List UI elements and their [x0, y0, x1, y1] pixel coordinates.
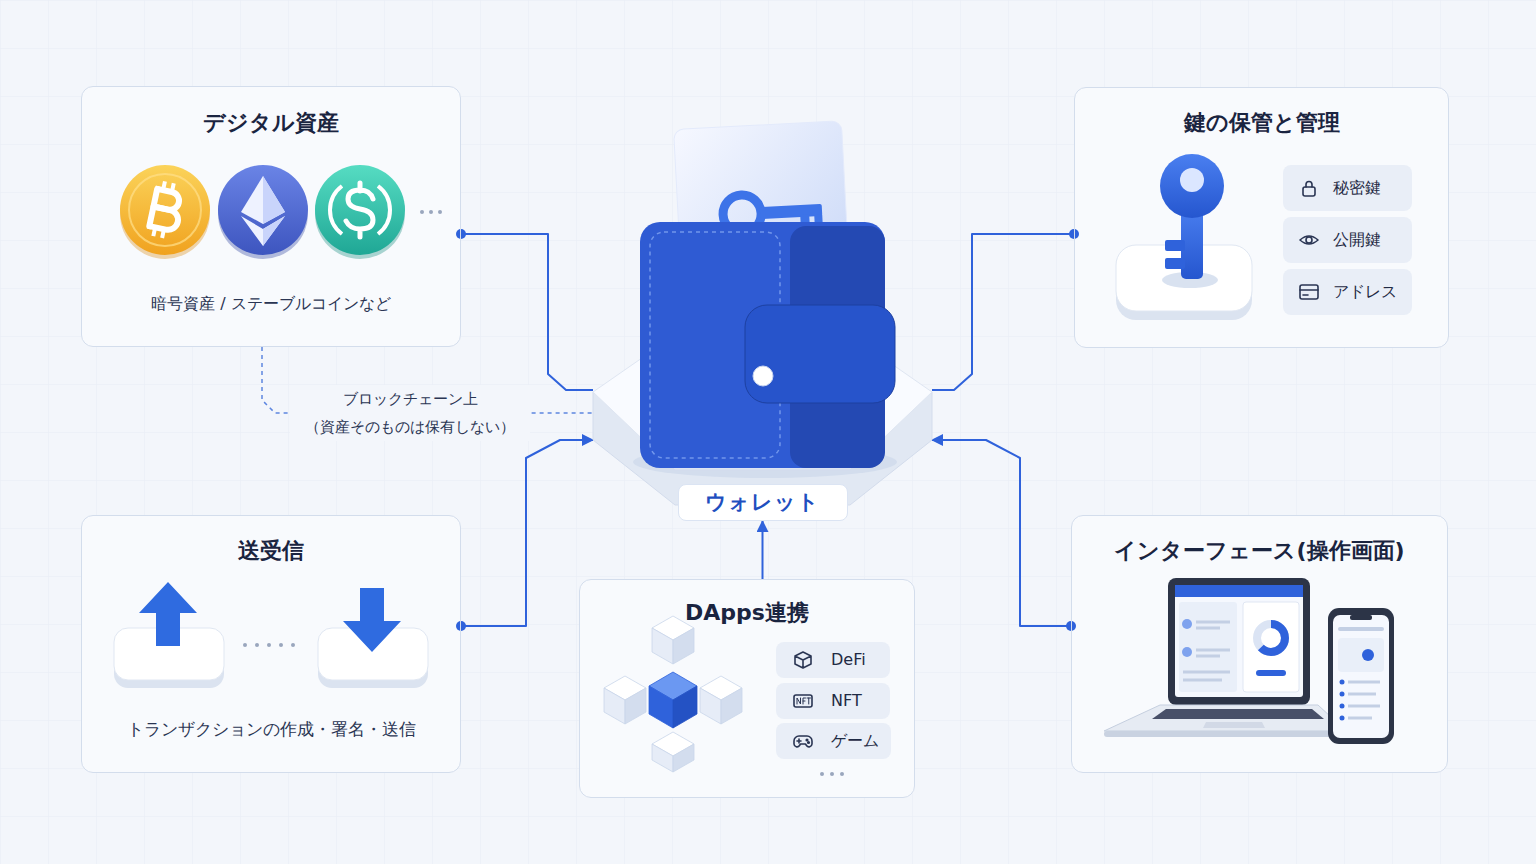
send-receive-icons [114, 582, 428, 688]
tag-pill: ゲーム [776, 723, 891, 759]
connector-dot [456, 621, 466, 631]
wallet-illustration [593, 121, 932, 505]
box-fill [1074, 87, 1449, 348]
wallet-node: ウォレット [593, 330, 932, 521]
box-fill [1071, 515, 1448, 773]
box-title: インターフェース(操作画面) [1114, 537, 1404, 566]
pill-icon [793, 650, 813, 670]
pill-label: DeFi [831, 650, 866, 671]
feature-box: インターフェース(操作画面) [1071, 515, 1448, 773]
edge-label: ブロックチェーン上 （資産そのものは保有しない） [290, 385, 530, 441]
box-description: トランザクションの作成・署名・送信 [127, 718, 416, 740]
connector [461, 440, 593, 626]
feature-box: DApps連携 DeFiNFT ゲーム [579, 579, 915, 798]
feature-box: 鍵の保管と管理秘密鍵公開鍵アドレス [1074, 87, 1449, 348]
pill-label: 秘密鍵 [1333, 178, 1381, 199]
key-icon [1116, 154, 1252, 320]
box-fill [579, 579, 915, 798]
box-title: DApps連携 [685, 599, 809, 628]
tag-pill: アドレス [1283, 269, 1412, 315]
pill-label: アドレス [1333, 282, 1397, 303]
tag-pill: 秘密鍵 [1283, 165, 1412, 211]
tag-pill: DeFi [776, 642, 890, 678]
coin-icons [120, 165, 442, 259]
connector [461, 234, 593, 390]
box-fill [81, 86, 461, 347]
pill-icon [1299, 230, 1319, 250]
feature-box: デジタル資産暗号資産 / ステーブルコインなど [81, 86, 461, 347]
tag-pill: 公開鍵 [1283, 217, 1412, 263]
box-fills [81, 86, 1449, 798]
pill-label: 公開鍵 [1333, 230, 1381, 251]
connector [932, 440, 1071, 626]
pill-label: NFT [831, 691, 862, 712]
connector [932, 234, 1074, 390]
connector [762, 521, 764, 579]
pill-label: ゲーム [831, 731, 879, 752]
pill-icon [793, 691, 813, 711]
feature-box: 送受信トランザクションの作成・署名・送信 [81, 515, 461, 773]
tag-pill: NFT [776, 683, 890, 719]
pill-icon [1299, 178, 1319, 198]
connector-dot [456, 229, 466, 239]
pill-icon [793, 731, 813, 751]
wallet-label: ウォレット [678, 484, 848, 521]
box-title: デジタル資産 [203, 109, 339, 138]
devices-illustration [1104, 578, 1394, 744]
box-description: 暗号資産 / ステーブルコインなど [151, 294, 391, 315]
pill-icon [1299, 282, 1319, 302]
box-fill [81, 515, 461, 773]
box-title: 送受信 [238, 537, 304, 566]
box-title: 鍵の保管と管理 [1184, 109, 1340, 138]
